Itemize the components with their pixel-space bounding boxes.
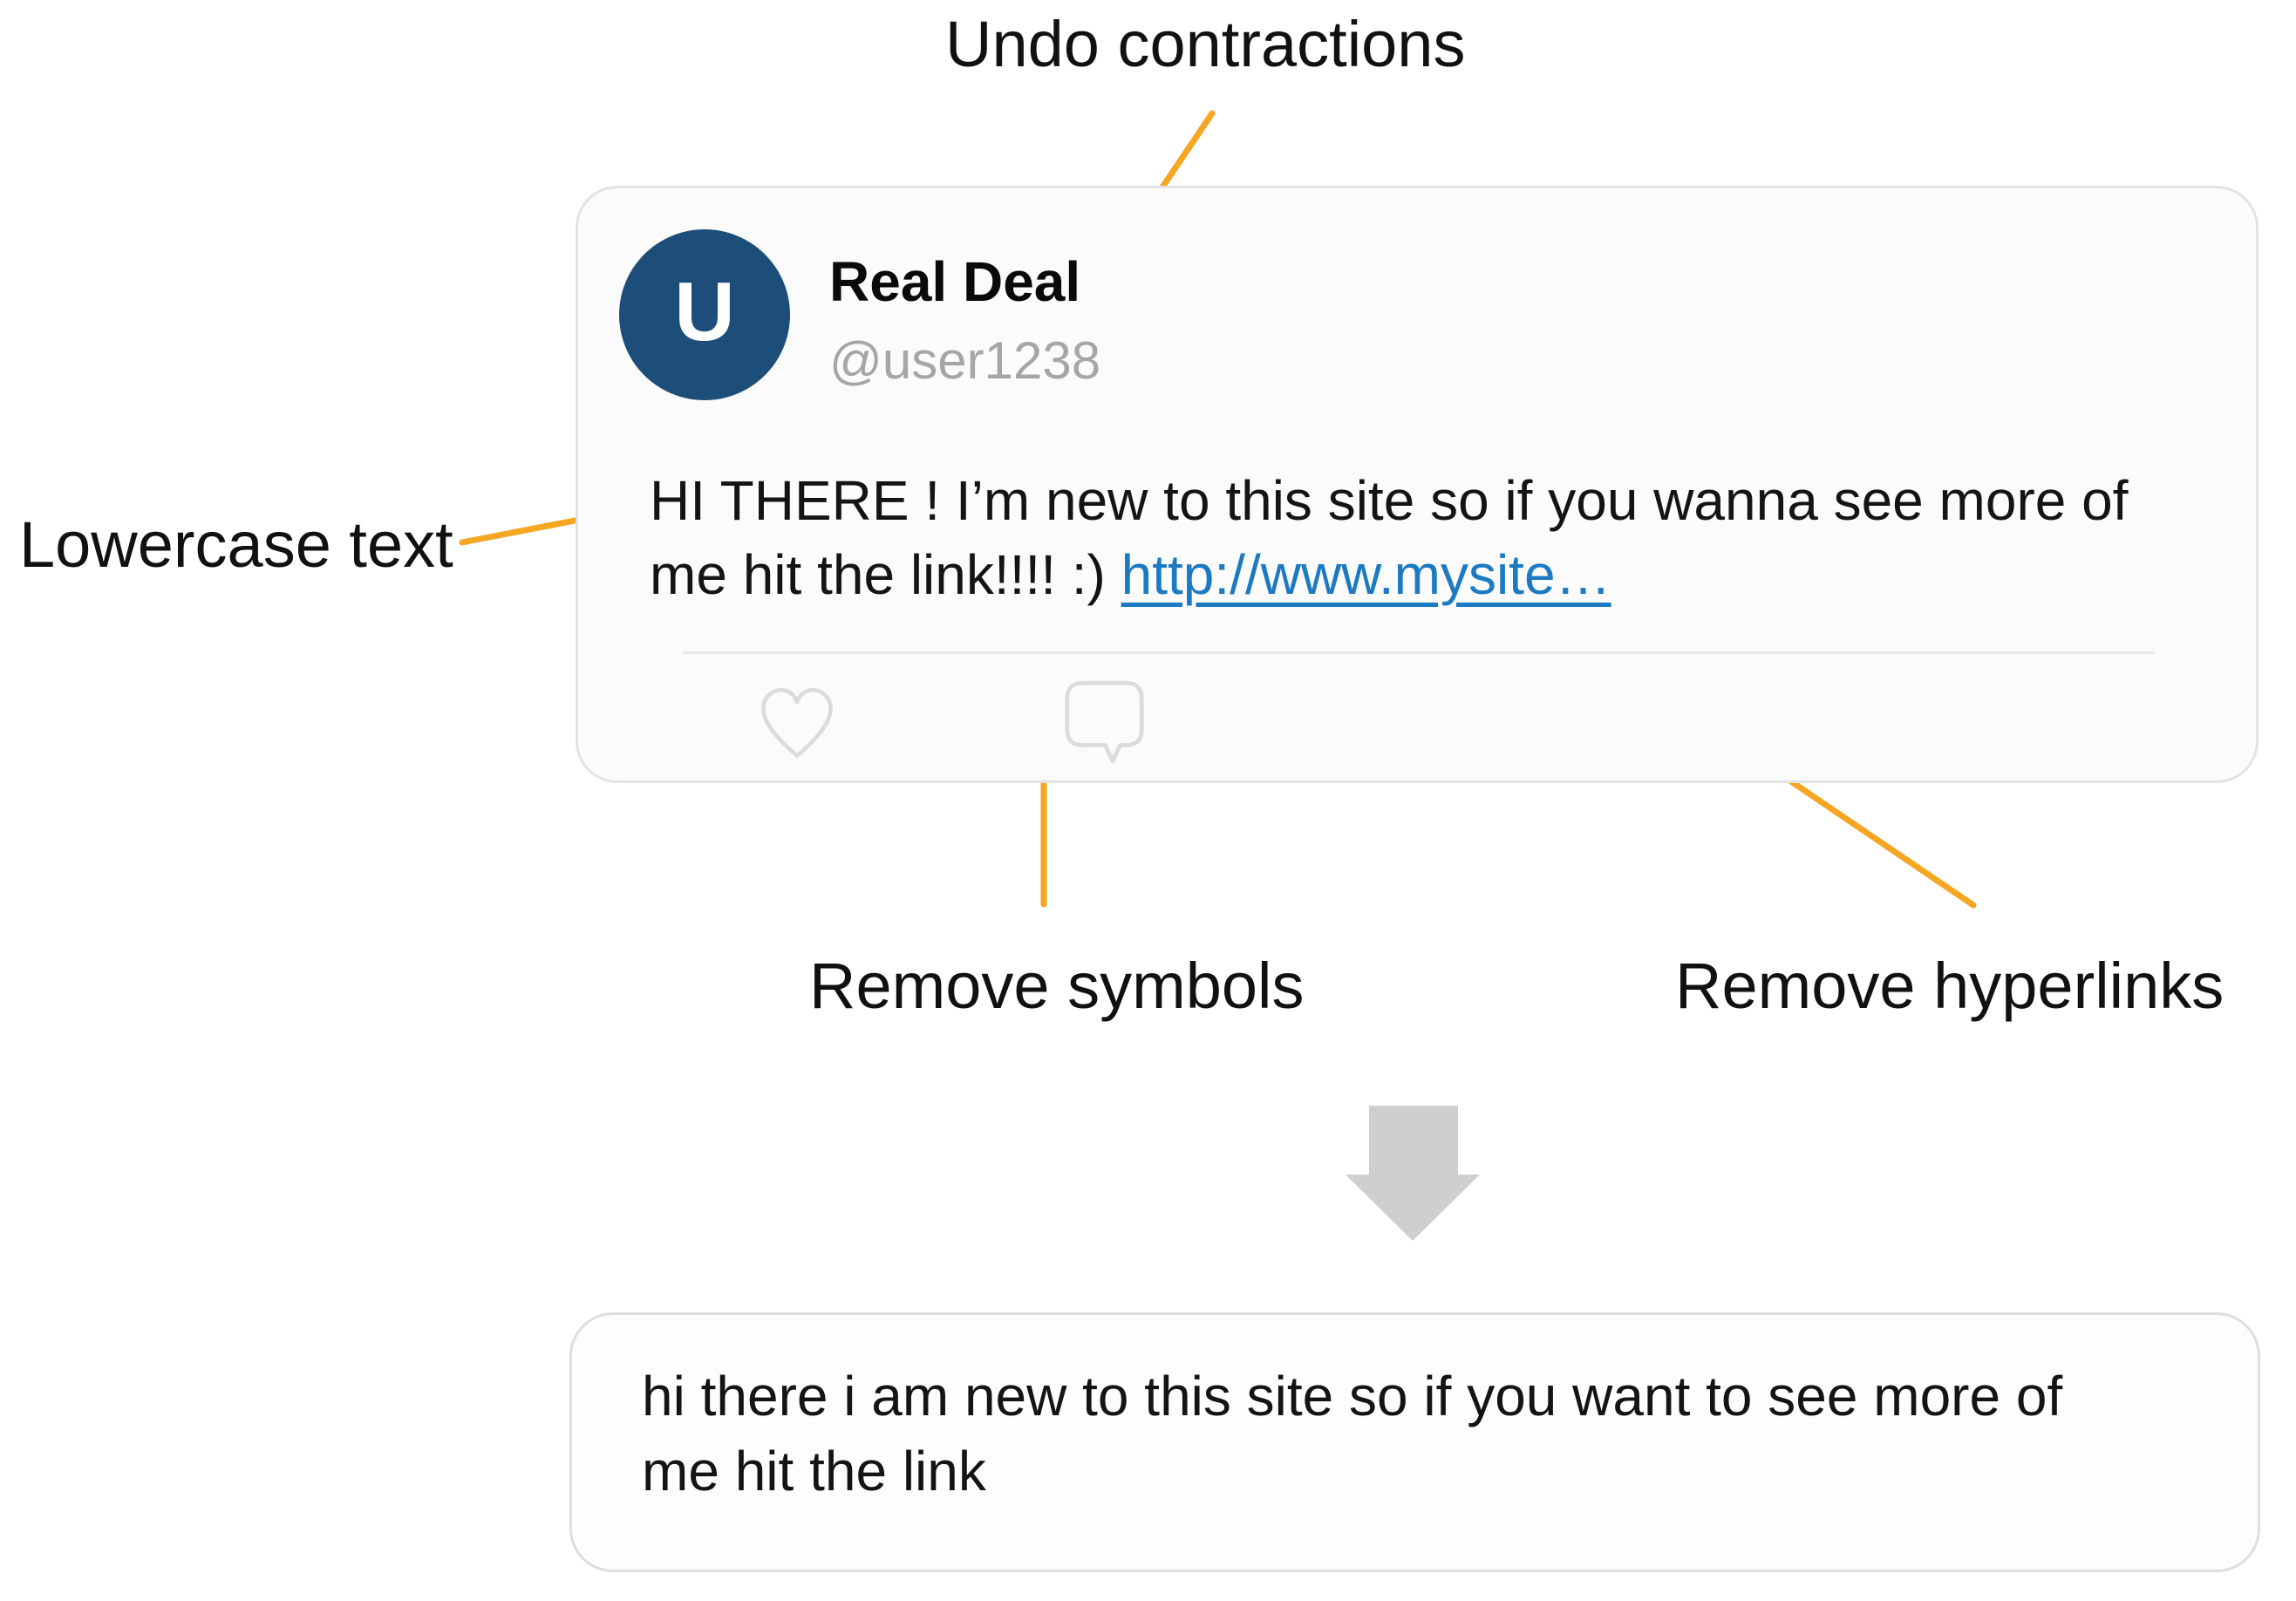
result-text-line2: me hit the link <box>642 1440 986 1502</box>
tweet-card: U Real Deal @user1238 HI THERE ! I’m new… <box>576 186 2259 783</box>
display-name: Real Deal <box>829 250 1081 313</box>
tweet-text: HI THERE ! I’m new to this site so if yo… <box>650 464 2219 612</box>
remove-hyperlinks-label: Remove hyperlinks <box>1675 950 2224 1022</box>
reply-button[interactable] <box>1063 677 1146 766</box>
avatar: U <box>619 229 790 400</box>
result-text: hi there i am new to this site so if you… <box>642 1359 2211 1509</box>
tweet-text-line1: HI THERE ! I’m new to this site so if yo… <box>650 469 2129 532</box>
undo-contractions-label: Undo contractions <box>945 8 1466 80</box>
tweet-hyperlink[interactable]: http://www.mysite… <box>1121 543 1611 606</box>
down-arrow-icon <box>1346 1106 1480 1241</box>
like-button[interactable] <box>757 684 837 764</box>
lowercase-text-label: Lowercase text <box>19 508 453 581</box>
tweet-divider <box>683 651 2155 654</box>
speech-bubble-icon <box>1065 680 1144 763</box>
heart-icon <box>761 688 833 759</box>
result-text-line1: hi there i am new to this site so if you… <box>642 1365 2063 1427</box>
avatar-letter: U <box>674 265 735 358</box>
tweet-text-line2: me hit the link!!!! :) <box>650 543 1121 606</box>
remove-symbols-label: Remove symbols <box>809 950 1305 1022</box>
user-handle: @user1238 <box>829 331 1101 390</box>
result-card: hi there i am new to this site so if you… <box>569 1312 2260 1572</box>
